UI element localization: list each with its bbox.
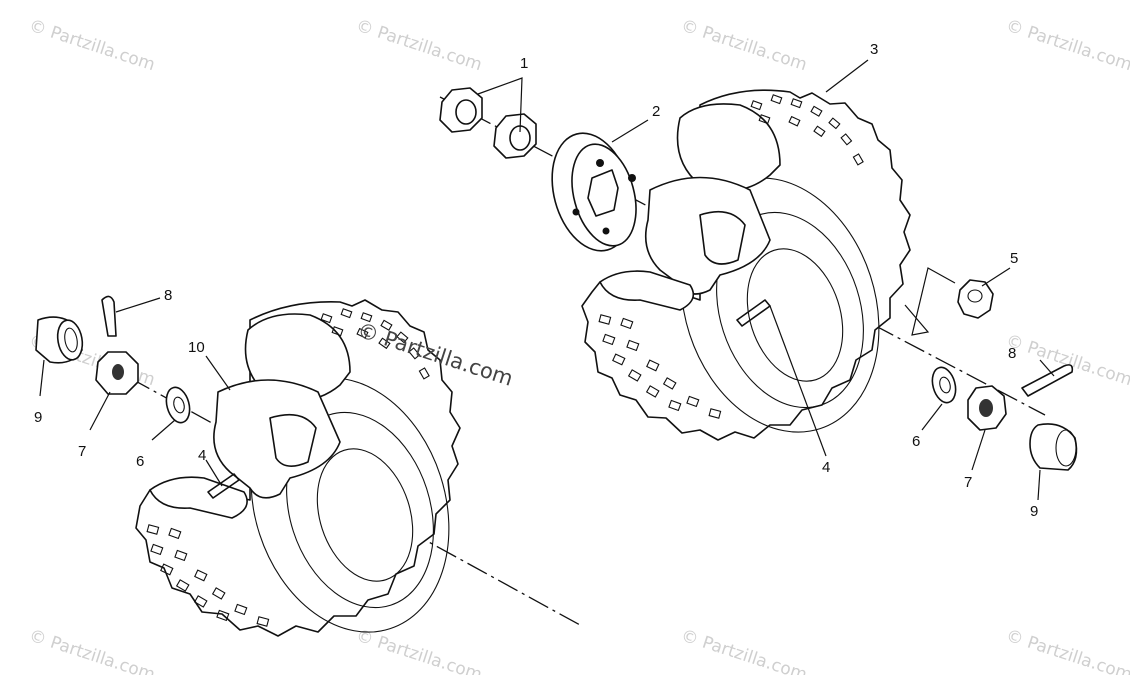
right-washer xyxy=(931,366,957,404)
watermark-text: © Partzilla.com xyxy=(26,626,157,675)
right-hub-nut xyxy=(957,279,994,319)
left-cotter-pin xyxy=(101,295,117,337)
right-wheel-assembly xyxy=(581,89,911,441)
right-cotter-pin xyxy=(1021,364,1074,397)
callout-labels: 1 2 3 4 5 6 7 8 9 8 9 7 6 4 10 xyxy=(34,41,1038,520)
callout-4-left: 4 xyxy=(198,447,206,464)
watermark-text: © Partzilla.com xyxy=(26,16,157,76)
callout-7-left: 7 xyxy=(78,443,86,460)
watermark-text: © Partzilla.com xyxy=(1003,331,1130,391)
left-valve-stem xyxy=(207,473,240,499)
left-castle-nut xyxy=(95,351,139,395)
callout-10: 10 xyxy=(188,339,205,356)
watermark-text: © Partzilla.com xyxy=(678,16,809,76)
right-tire-tread xyxy=(598,94,864,419)
right-castle-nut xyxy=(967,385,1007,431)
left-tire-tread xyxy=(146,308,430,627)
right-dust-cap xyxy=(1029,423,1078,471)
watermark-text: © Partzilla.com xyxy=(1003,16,1130,76)
left-spacer xyxy=(35,316,84,364)
callout-8-right: 8 xyxy=(1008,345,1016,362)
watermark-text: © Partzilla.com xyxy=(353,16,484,76)
callout-7-right: 7 xyxy=(964,474,972,491)
callout-5: 5 xyxy=(1010,250,1018,267)
callout-8-left: 8 xyxy=(164,287,172,304)
castle-nut-pair xyxy=(439,87,537,159)
callout-9-left: 9 xyxy=(34,409,42,426)
callout-3: 3 xyxy=(870,41,878,58)
left-washer xyxy=(165,386,191,424)
left-wheel-assembly xyxy=(135,299,461,637)
callout-6-left: 6 xyxy=(136,453,144,470)
callout-6-right: 6 xyxy=(912,433,920,450)
callout-9-right: 9 xyxy=(1030,503,1038,520)
watermark-text: © Partzilla.com xyxy=(353,626,484,675)
watermark-text: © Partzilla.com xyxy=(678,626,809,675)
callout-2: 2 xyxy=(652,103,660,120)
watermark-text: © Partzilla.com xyxy=(1003,626,1130,675)
callout-4-right: 4 xyxy=(822,459,830,476)
right-hub xyxy=(551,132,637,252)
callout-1: 1 xyxy=(520,55,528,72)
leader-lines xyxy=(39,59,1055,501)
